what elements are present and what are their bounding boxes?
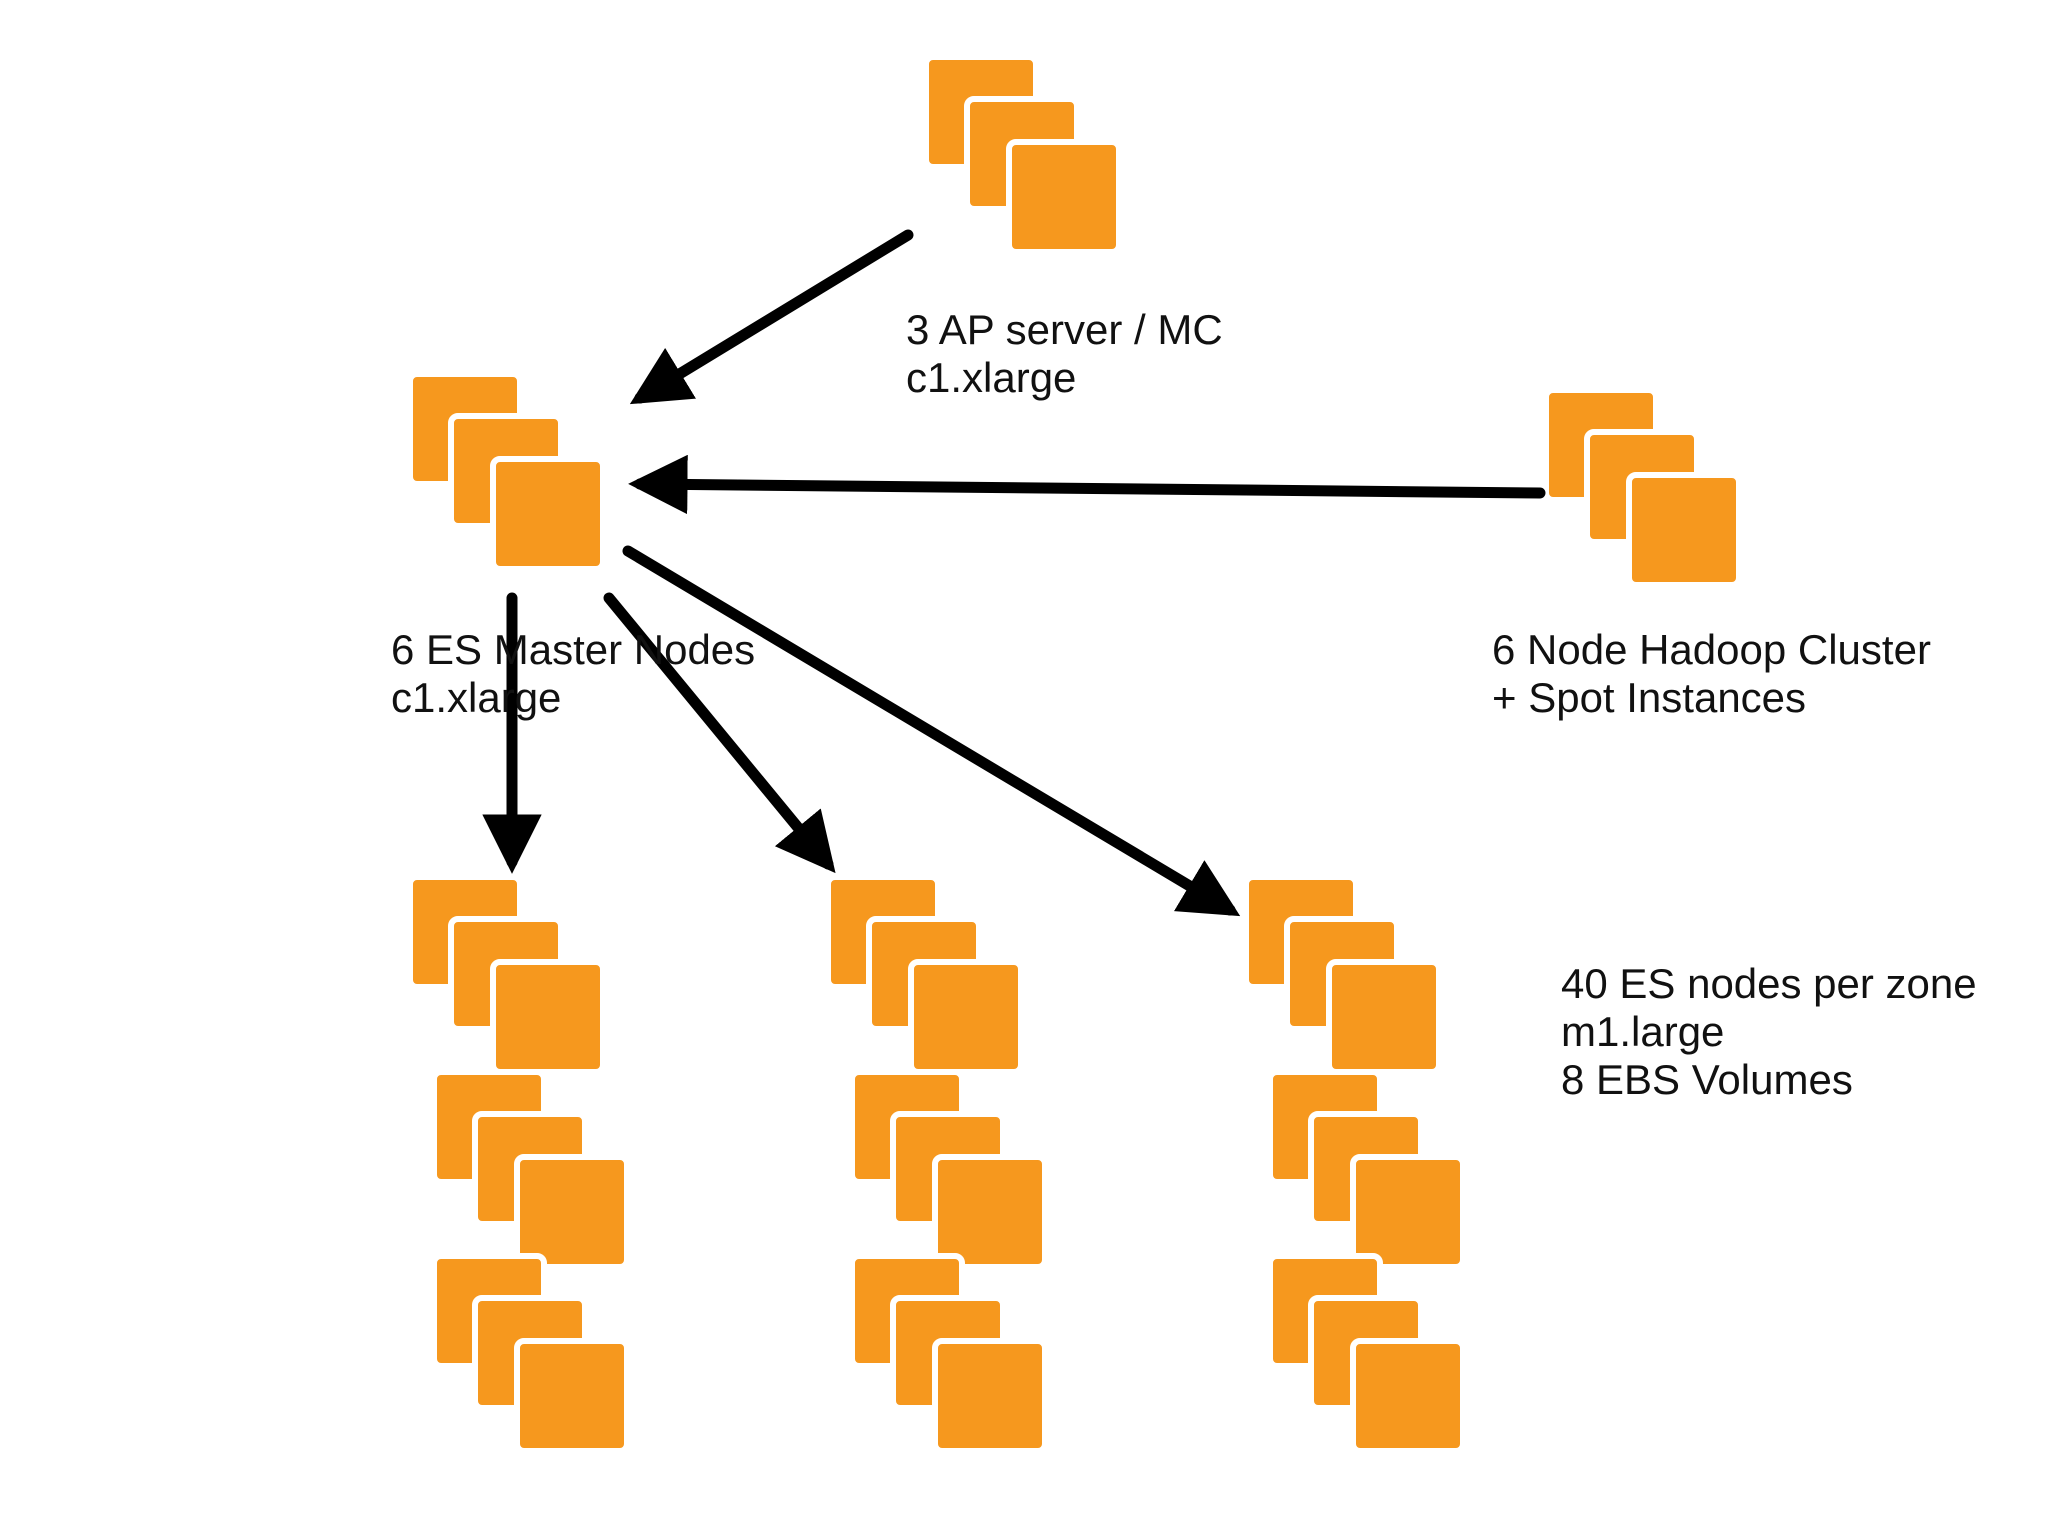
ec2-instance-icon — [1350, 1154, 1466, 1270]
es-zone-2-stack-3 — [849, 1253, 1048, 1454]
es-data-ebs-label: 8 EBS Volumes — [1561, 1056, 1853, 1103]
arrow-master-to-zone-2 — [603, 592, 836, 874]
hadoop-stack — [1543, 387, 1742, 588]
ec2-instance-icon — [490, 959, 606, 1075]
ec2-instance-icon — [1350, 1338, 1466, 1454]
ec2-instance-icon — [908, 959, 1024, 1075]
ec2-instance-icon — [1326, 959, 1442, 1075]
ec2-instance-icon — [1006, 139, 1122, 255]
ec2-instance-icon — [1626, 472, 1742, 588]
instance-stacks — [407, 54, 1742, 1454]
es-master-type-label: c1.xlarge — [391, 674, 561, 721]
ec2-instance-icon — [932, 1154, 1048, 1270]
es-zone-1-stack-3 — [431, 1253, 630, 1454]
label-es-data: 40 ES nodes per zone m1.large 8 EBS Volu… — [1561, 960, 1977, 1103]
label-hadoop: 6 Node Hadoop Cluster + Spot Instances — [1492, 626, 1931, 721]
arrows — [482, 229, 1546, 917]
label-es-master: 6 ES Master Nodes c1.xlarge — [391, 626, 755, 721]
label-ap-server: 3 AP server / MC c1.xlarge — [906, 306, 1223, 401]
es-zone-1-stack-1 — [407, 874, 606, 1075]
ap-server-type-label: c1.xlarge — [906, 354, 1076, 401]
es-zone-2-stack-1 — [825, 874, 1024, 1075]
ec2-instance-icon — [932, 1338, 1048, 1454]
es-zone-3-stack-2 — [1267, 1069, 1466, 1270]
ec2-instance-icon — [490, 456, 606, 572]
es-master-stack — [407, 371, 606, 572]
arrow-ap-to-master — [629, 229, 914, 405]
ap-server-stack — [923, 54, 1122, 255]
ec2-instance-icon — [514, 1338, 630, 1454]
ec2-instance-icon — [514, 1154, 630, 1270]
es-zone-3-stack-1 — [1243, 874, 1442, 1075]
arrow-master-to-zone-3 — [622, 545, 1241, 917]
es-zone-2-stack-2 — [849, 1069, 1048, 1270]
ap-server-count-label: 3 AP server / MC — [906, 306, 1223, 353]
es-zone-3-stack-3 — [1267, 1253, 1466, 1454]
es-zone-1-stack-2 — [431, 1069, 630, 1270]
es-data-count-label: 40 ES nodes per zone — [1561, 960, 1977, 1007]
es-master-count-label: 6 ES Master Nodes — [391, 626, 755, 673]
hadoop-spot-label: + Spot Instances — [1492, 674, 1806, 721]
es-data-type-label: m1.large — [1561, 1008, 1724, 1055]
hadoop-cluster-label: 6 Node Hadoop Cluster — [1492, 626, 1931, 673]
arrow-hadoop-to-master — [628, 454, 1546, 515]
